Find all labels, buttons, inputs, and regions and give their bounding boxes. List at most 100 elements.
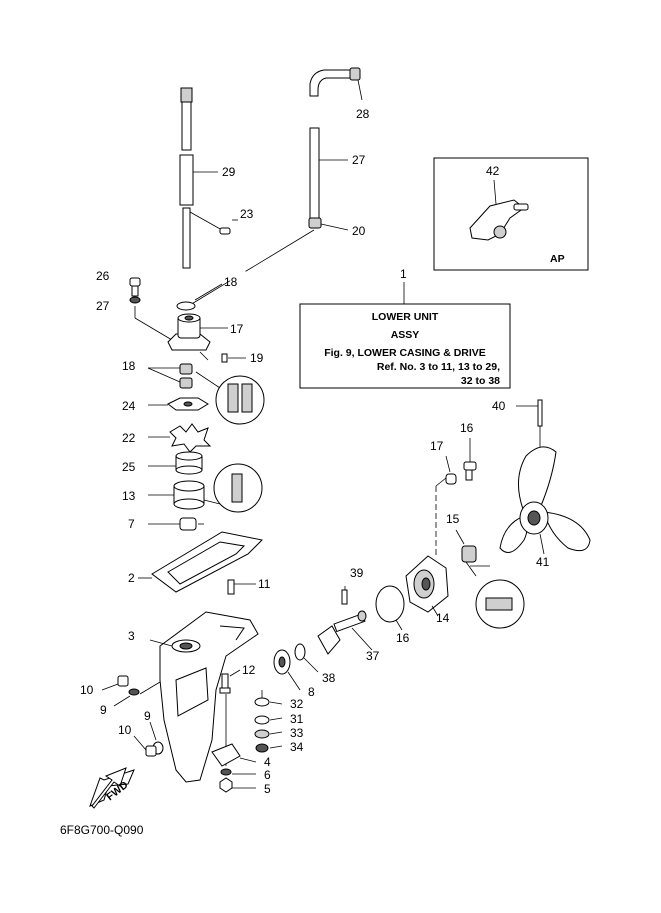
callout-12: 12 [242, 663, 256, 677]
lower-unit-assy-note [299, 282, 511, 389]
callout-36: 34 [290, 740, 304, 754]
callout-20: 18 [122, 359, 136, 373]
dowel-pin-11 [227, 579, 235, 595]
bolt-28 [129, 277, 141, 297]
callout-19: 17 [230, 322, 244, 336]
callout-labels: 28 27 29 23 20 18 26 27 17 19 18 24 22 2… [80, 107, 550, 796]
seal-35 [254, 729, 270, 739]
gasket-9-upper [128, 688, 140, 696]
pump-case-13 [173, 480, 205, 510]
callout-39: 39 [350, 566, 364, 580]
callout-23: 20 [352, 224, 366, 238]
grommet-23 [308, 217, 322, 229]
propeller-shaft-housing-14 [405, 555, 449, 613]
callout-28: 26 [96, 269, 110, 283]
callout-29: 27 [96, 299, 110, 313]
cotter-pin-40 [537, 399, 543, 427]
pin-22 [221, 353, 228, 363]
washer-6 [220, 768, 232, 776]
water-tube [309, 67, 361, 221]
seal-20 [179, 363, 193, 389]
washer-33 [254, 715, 270, 725]
drive-shaft [179, 87, 194, 269]
shim-38 [294, 643, 306, 661]
pin-39 [341, 589, 348, 605]
callout-13: 13 [122, 489, 136, 503]
callout-10-lower: 10 [118, 723, 132, 737]
callout-1: 1 [400, 267, 407, 281]
note-box-text: LOWER UNIT ASSY Fig. 9, LOWER CASING & D… [324, 311, 500, 387]
callout-18: 17 [430, 439, 444, 453]
callout-27: 25 [122, 460, 136, 474]
propeller-shaft-37 [317, 610, 367, 655]
bearing-8 [273, 649, 291, 675]
impeller-24 [169, 423, 212, 453]
callout-8: 8 [308, 685, 315, 699]
drain-plug-10-lower [145, 745, 157, 757]
pump-housing-19 [167, 313, 211, 351]
callout-22: 19 [250, 351, 264, 365]
ap-label: AP [550, 253, 565, 265]
drain-plug-10-upper [117, 675, 129, 687]
callout-9-upper: 9 [100, 703, 107, 717]
washer-29 [129, 296, 141, 304]
detail-view-case [213, 463, 263, 513]
callout-6: 6 [264, 768, 271, 782]
anode-4 [211, 743, 241, 767]
callout-10-upper: 10 [80, 683, 94, 697]
callout-25: 23 [240, 207, 254, 221]
callout-26: 24 [122, 399, 136, 413]
callout-30: 27 [352, 153, 366, 167]
callout-4: 4 [264, 755, 271, 769]
fwd-arrow-icon [89, 767, 135, 809]
oil-seal-7 [179, 517, 197, 531]
pin-25 [219, 227, 231, 235]
callout-42: 42 [486, 164, 500, 178]
lower-casing-3 [159, 611, 259, 783]
note-line-4: Ref. No. 3 to 11, 13 to 29, [377, 361, 500, 373]
callout-24: 22 [122, 431, 136, 445]
propeller-41 [499, 446, 591, 553]
callout-14: 14 [436, 611, 450, 625]
bolt-12 [219, 673, 231, 694]
callout-38: 38 [322, 671, 336, 685]
drawing-code: 6F8G700-Q090 [60, 823, 144, 837]
washer-34 [254, 697, 270, 707]
o-ring-21 [176, 301, 196, 311]
washer-18 [445, 473, 457, 485]
callout-31: 28 [356, 107, 370, 121]
callout-35: 33 [290, 726, 304, 740]
callout-5: 5 [264, 782, 271, 796]
nut-5 [219, 777, 233, 793]
callout-21: 18 [224, 275, 238, 289]
callout-34: 32 [290, 697, 304, 711]
note-line-1: LOWER UNIT [372, 311, 439, 323]
callout-37: 37 [366, 649, 380, 663]
note-line-2: ASSY [391, 329, 420, 341]
nut-36 [255, 743, 269, 753]
callout-11: 11 [258, 577, 271, 591]
callout-17: 16 [460, 421, 474, 435]
outer-plate-26 [167, 397, 209, 411]
detail-view-spacer [475, 579, 525, 629]
callout-33: 31 [290, 712, 304, 726]
callout-2: 2 [128, 571, 135, 585]
callout-15: 15 [446, 512, 460, 526]
cartridge-insert-27 [175, 451, 203, 475]
gasket-2 [151, 531, 264, 593]
detail-view-seal [215, 375, 265, 425]
callout-7: 7 [128, 517, 135, 531]
callout-32: 29 [222, 165, 236, 179]
callout-41: 41 [536, 555, 550, 569]
note-line-5: 32 to 38 [461, 375, 500, 387]
o-ring-16 [375, 585, 405, 623]
ap-inset-box [433, 157, 589, 271]
callout-40: 40 [492, 399, 506, 413]
callout-3: 3 [128, 629, 135, 643]
spacer-15 [461, 545, 477, 563]
note-line-3: Fig. 9, LOWER CASING & DRIVE [324, 347, 486, 359]
callout-16: 16 [396, 631, 410, 645]
bolt-17 [463, 461, 477, 481]
callout-9-lower: 9 [144, 709, 151, 723]
